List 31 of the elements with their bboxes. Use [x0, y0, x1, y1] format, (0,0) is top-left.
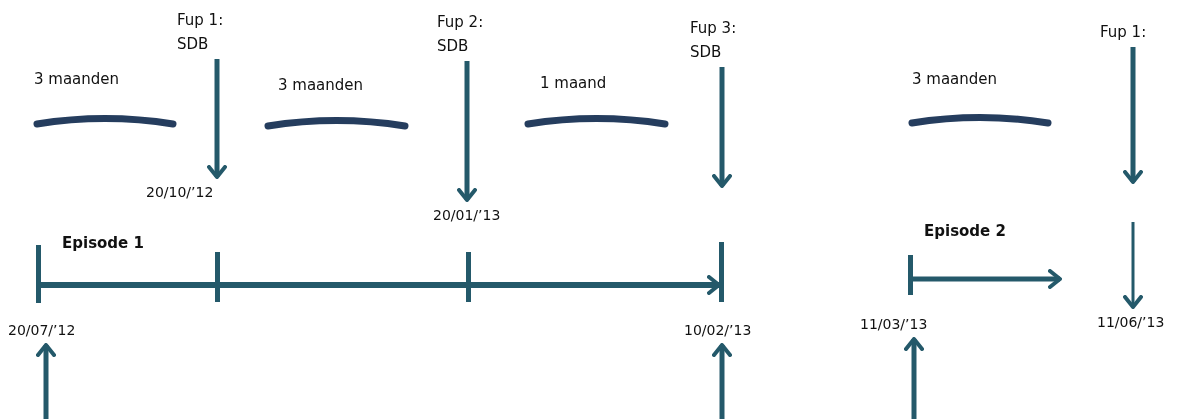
arrow	[41, 275, 721, 295]
date-label: 20/01/’13	[433, 203, 501, 227]
follow-up-label: Fup 3: SDB	[690, 16, 748, 64]
episode-label: Episode 1	[62, 234, 144, 252]
follow-up-label: Fup 1:	[1100, 20, 1147, 44]
timeline-tick	[719, 242, 724, 302]
duration-label: 3 maanden	[34, 70, 120, 88]
timeline-tick	[215, 252, 220, 302]
date-label: 11/03/’13	[860, 312, 928, 336]
arrow	[457, 61, 477, 202]
arrow	[904, 337, 924, 419]
arrow	[913, 269, 1062, 289]
timeline-tick	[908, 255, 913, 295]
date-label: 20/07/’12	[8, 318, 76, 342]
duration-label: 3 maanden	[912, 70, 998, 88]
arrow	[712, 67, 732, 188]
timeline-tick	[36, 245, 41, 303]
arrow	[1123, 47, 1143, 184]
arrow	[207, 59, 227, 179]
follow-up-label: Fup 1: SDB	[177, 8, 235, 56]
arrow	[712, 343, 732, 419]
timeline-tick	[466, 252, 471, 302]
duration-label: 3 maanden	[278, 76, 364, 94]
date-label: 10/02/’13	[684, 318, 752, 342]
episode-label: Episode 2	[924, 222, 1006, 240]
arrow	[1123, 222, 1143, 309]
duration-label: 1 maand	[540, 74, 607, 92]
arrow	[36, 343, 56, 419]
date-label: 11/06/’13	[1097, 310, 1165, 334]
follow-up-label: Fup 2: SDB	[437, 10, 495, 58]
date-label: 20/10/’12	[146, 180, 214, 204]
